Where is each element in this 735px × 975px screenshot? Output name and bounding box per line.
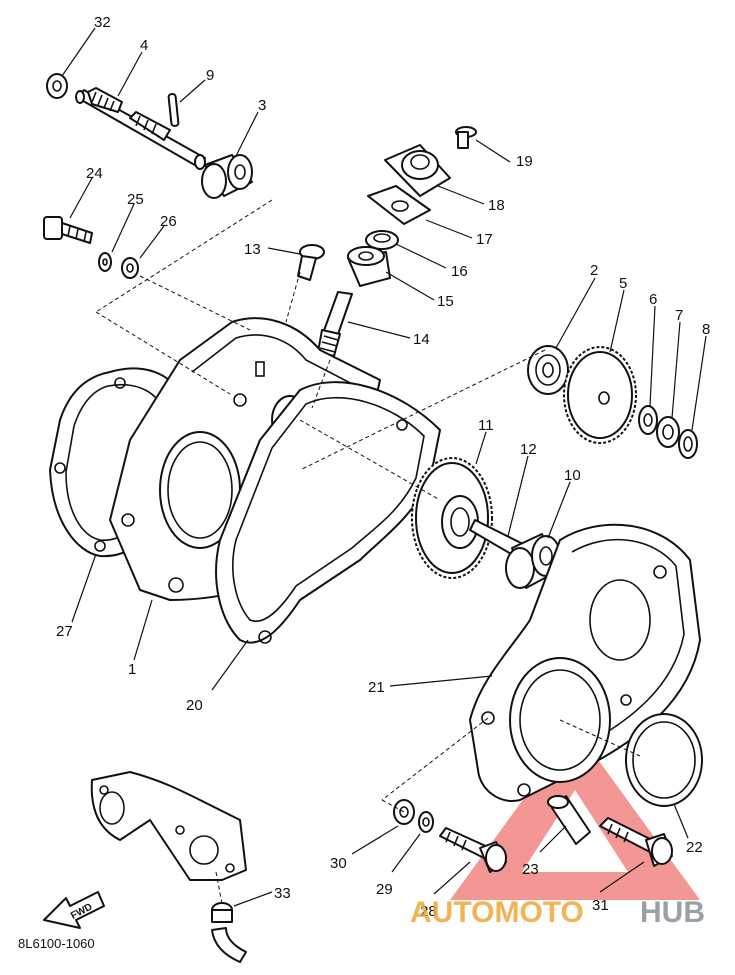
label-2: 2: [590, 262, 598, 279]
label-31: 31: [592, 897, 609, 914]
label-22: 22: [686, 839, 703, 856]
label-13: 13: [244, 241, 261, 258]
label-23: 23: [522, 861, 539, 878]
label-24: 24: [86, 165, 103, 182]
fwd-arrow-icon: FWD: [43, 891, 105, 929]
label-12: 12: [520, 441, 537, 458]
label-17: 17: [476, 231, 493, 248]
watermark-text: AUTOMOTO HUB: [410, 896, 705, 929]
part-32-washer: [46, 73, 68, 99]
part-28-bolt: [439, 827, 507, 873]
label-3: 3: [258, 97, 266, 114]
part-33-hose: [211, 902, 247, 963]
part-15-bushing: [347, 246, 391, 287]
part-24-bolt: [43, 216, 93, 244]
part-3-collar: [201, 154, 253, 199]
watermark-brand-part1: AUTOMOTO: [410, 896, 584, 929]
watermark-logo: [450, 728, 700, 900]
label-9: 9: [206, 67, 214, 84]
label-6: 6: [649, 291, 657, 308]
part-11-gear: [411, 457, 493, 579]
part-18-cap: [384, 144, 451, 197]
label-7: 7: [675, 307, 683, 324]
label-20: 20: [186, 697, 203, 714]
part-7-washer: [656, 416, 680, 448]
part-22-o-ring: [625, 713, 703, 807]
part-16-seal: [365, 230, 399, 250]
part-30-washer: [393, 799, 415, 825]
part-9-pin: [167, 92, 180, 127]
label-19: 19: [516, 153, 533, 170]
part-14-gear-shaft: [317, 291, 353, 357]
watermark-triangle-icon: [450, 728, 700, 900]
part-31-bolt: [599, 817, 673, 867]
label-11: 11: [478, 417, 494, 434]
part-23-dowel: [547, 795, 591, 845]
inset-manifold: [90, 771, 247, 881]
part-25-washer: [98, 252, 112, 272]
label-14: 14: [413, 331, 430, 348]
label-1: 1: [128, 661, 136, 678]
label-10: 10: [564, 467, 581, 484]
part-13-screw: [297, 244, 325, 281]
leader-lines: [61, 27, 707, 907]
label-27: 27: [56, 623, 73, 640]
part-26-washer: [121, 257, 139, 279]
part-5-gear: [563, 346, 637, 444]
part-2-bearing: [527, 345, 569, 395]
label-28: 28: [420, 903, 437, 920]
label-32: 32: [94, 14, 111, 31]
part-number-labels: 32 4 9 3 24 25 26 13 19 18 17 16 15 14 2…: [56, 14, 710, 920]
assembly-guide-lines: [95, 199, 641, 905]
diagram-code: 8L6100-1060: [18, 936, 95, 951]
part-6-washer: [638, 405, 658, 435]
watermark-brand-part2: HUB: [640, 896, 705, 929]
label-8: 8: [702, 321, 710, 338]
part-8-circlip: [678, 429, 698, 459]
part-4-shaft: [75, 87, 206, 170]
label-5: 5: [619, 275, 627, 292]
part-19-screw: [455, 126, 477, 149]
label-4: 4: [140, 37, 148, 54]
label-15: 15: [437, 293, 454, 310]
label-33: 33: [274, 885, 291, 902]
label-21: 21: [368, 679, 385, 696]
label-18: 18: [488, 197, 505, 214]
label-16: 16: [451, 263, 468, 280]
label-25: 25: [127, 191, 144, 208]
label-29: 29: [376, 881, 393, 898]
label-26: 26: [160, 213, 177, 230]
part-17-gasket: [367, 185, 431, 225]
part-29-washer: [418, 811, 434, 833]
label-30: 30: [330, 855, 347, 872]
part-20-gasket: [215, 381, 441, 644]
